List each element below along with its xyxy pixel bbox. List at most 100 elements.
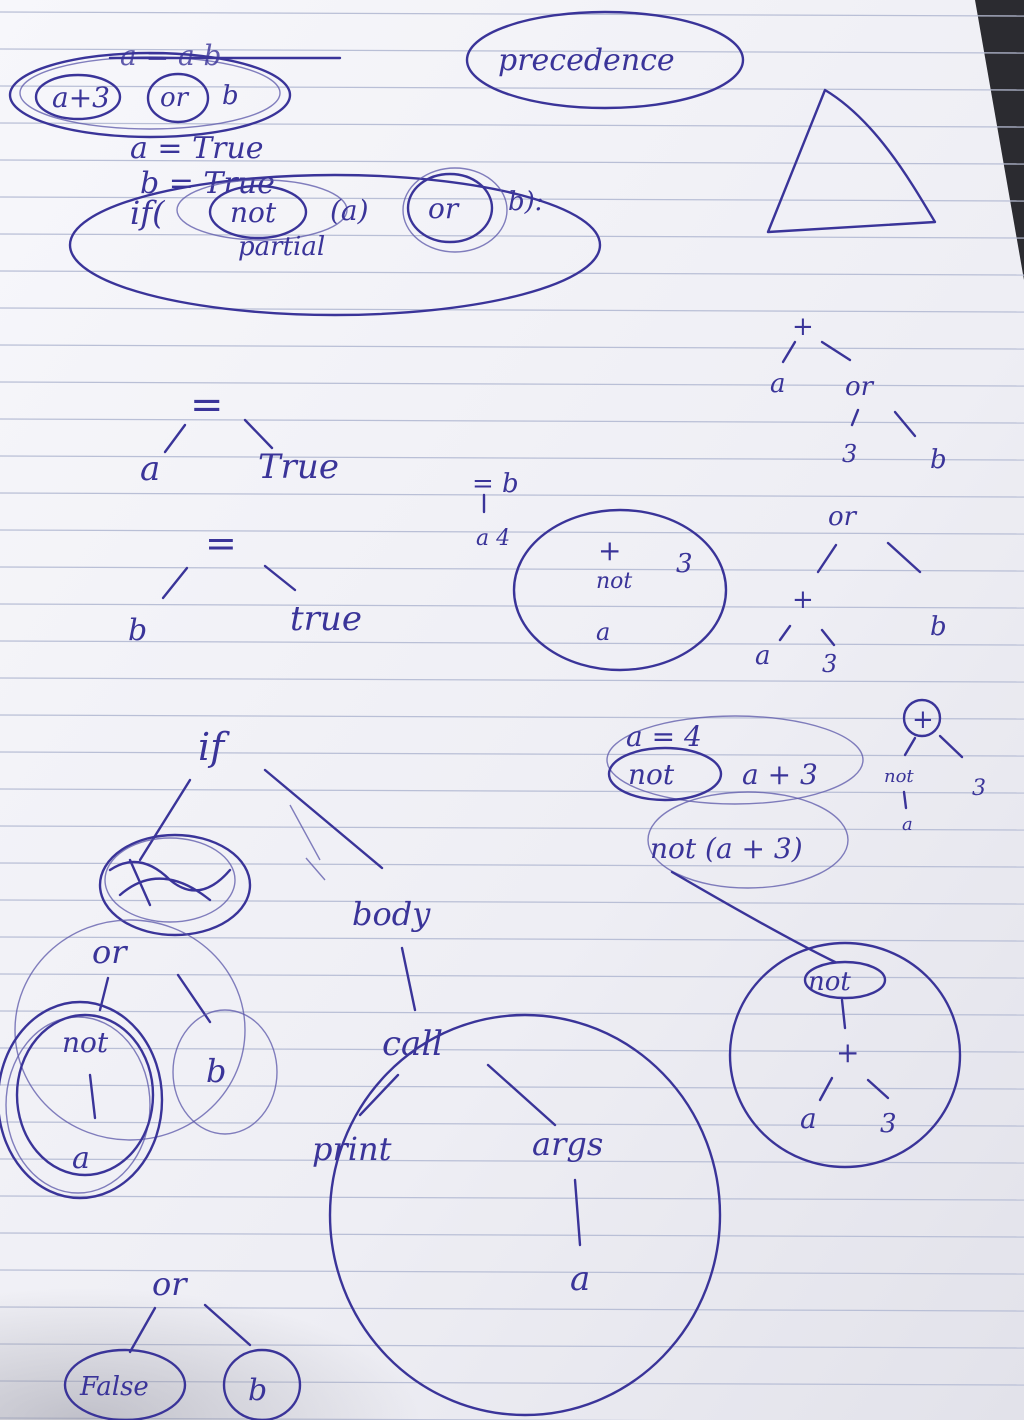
tree1-edge-left	[163, 423, 187, 454]
ruled-line	[0, 788, 1024, 794]
expr-not: not	[628, 758, 675, 791]
rtree3-3: 3	[972, 776, 986, 801]
tree2-edge-left	[161, 566, 189, 600]
if-tree-edge-print	[358, 1073, 400, 1117]
if-tree-edge-call	[400, 946, 417, 1012]
rtree1-3: 3	[842, 440, 857, 468]
scribble-circle-not-3	[15, 1013, 155, 1177]
expr-a3: a + 3	[742, 758, 818, 791]
bottom-false: False	[79, 1372, 149, 1402]
bottom-edge-false	[128, 1306, 157, 1354]
if-tree-body: body	[352, 895, 431, 933]
ruled-line	[0, 936, 1024, 942]
partial-label: partial	[238, 232, 325, 262]
circle-not-tree	[728, 941, 962, 1169]
left-or: or	[92, 933, 128, 971]
ruled-line	[0, 973, 1024, 979]
circle-plus-small	[902, 698, 942, 738]
if-tree-args: args	[532, 1125, 603, 1163]
precedence-label: precedence	[498, 43, 675, 78]
circle-middle	[512, 508, 728, 672]
arrow-to-not-tree	[670, 870, 837, 964]
ruled-line	[0, 11, 1024, 17]
circle-plus: +	[598, 534, 621, 567]
rtree2-a: a	[755, 641, 771, 671]
ruled-line	[0, 1047, 1024, 1053]
rtree1-edge-3	[850, 408, 860, 427]
rtree1-edge-a	[781, 340, 797, 364]
struck-expression: a = a b	[120, 39, 221, 72]
ruled-line	[0, 233, 1024, 239]
rtree3-not: not	[884, 766, 914, 787]
scribble-oval-top	[8, 51, 292, 139]
tree2-right: true	[290, 599, 362, 639]
circle-precedence	[465, 10, 745, 110]
if-b: b):	[508, 187, 544, 217]
ruled-line	[0, 492, 1024, 498]
oval-not-paren	[647, 791, 849, 889]
circle-a3	[34, 73, 122, 121]
ruled-line	[0, 159, 1024, 165]
rtree2-edge-b	[886, 541, 922, 574]
not-tree-plus: +	[836, 1036, 859, 1069]
rtree1-root: +	[792, 312, 814, 342]
ruled-line	[0, 196, 1024, 202]
scribble-circle-left	[98, 833, 252, 937]
circle-not: not	[596, 569, 632, 594]
left-a: a	[72, 1141, 90, 1176]
not-tree-3: 3	[880, 1109, 897, 1139]
circle-not-if	[208, 184, 308, 240]
ruled-line	[0, 1158, 1024, 1164]
rtree2-3: 3	[822, 650, 837, 678]
if-tree-call: call	[382, 1024, 443, 1064]
not-tree-a: a	[800, 1102, 817, 1135]
if-tree-a: a	[570, 1259, 590, 1299]
tree2-edge-right	[263, 564, 297, 592]
scribble-circle-not-2	[5, 1016, 151, 1194]
text-or-top: or	[160, 83, 190, 113]
circle-or-top	[146, 72, 210, 124]
bottom-edge-b	[203, 1303, 252, 1347]
ruled-line	[0, 1195, 1024, 1201]
rtree3-edge-3	[938, 734, 964, 759]
triangle-sketch	[766, 88, 937, 234]
tree2-root: =	[205, 521, 237, 565]
ruled-line	[0, 825, 1024, 831]
if-tree-edge-left	[138, 778, 192, 862]
ruled-line	[0, 677, 1024, 683]
rtree2-plus: +	[792, 585, 814, 615]
text-b-top: b	[222, 81, 239, 111]
tree1-root: =	[190, 382, 224, 428]
rtree3-a: a	[902, 814, 913, 835]
circle-not-label	[803, 960, 887, 1000]
ruled-line	[0, 566, 1024, 572]
bottom-or: or	[152, 1265, 188, 1303]
ruled-line	[0, 751, 1024, 757]
left-not-edge-a	[88, 1073, 97, 1120]
circle-expr-not	[607, 746, 723, 802]
scribble-circle-not	[0, 1000, 164, 1200]
circle-left-b	[172, 1009, 278, 1135]
left-not: not	[62, 1026, 109, 1059]
if-not: not	[230, 196, 277, 229]
if-a: (a)	[330, 194, 369, 227]
mid-eq-b: = b	[472, 469, 519, 499]
rtree1-or: or	[845, 372, 875, 402]
if-tree-print: print	[312, 1130, 392, 1168]
tree1-left: a	[140, 449, 160, 489]
expr-not-paren: not (a + 3)	[650, 832, 803, 865]
if-tree-scratch	[289, 804, 326, 881]
not-tree-not: not	[808, 967, 851, 997]
if-tree-edge-body	[263, 768, 384, 870]
circle-not-if-2	[176, 179, 348, 241]
rtree1-a: a	[770, 369, 786, 399]
ruled-line	[0, 1010, 1024, 1016]
scribble-circle-left-2	[104, 837, 236, 923]
ruled-line	[0, 714, 1024, 720]
rtree3-plus: +	[912, 705, 934, 735]
circle-if-body	[328, 1013, 722, 1417]
ruled-line	[0, 529, 1024, 535]
rtree1-b: b	[930, 445, 947, 475]
